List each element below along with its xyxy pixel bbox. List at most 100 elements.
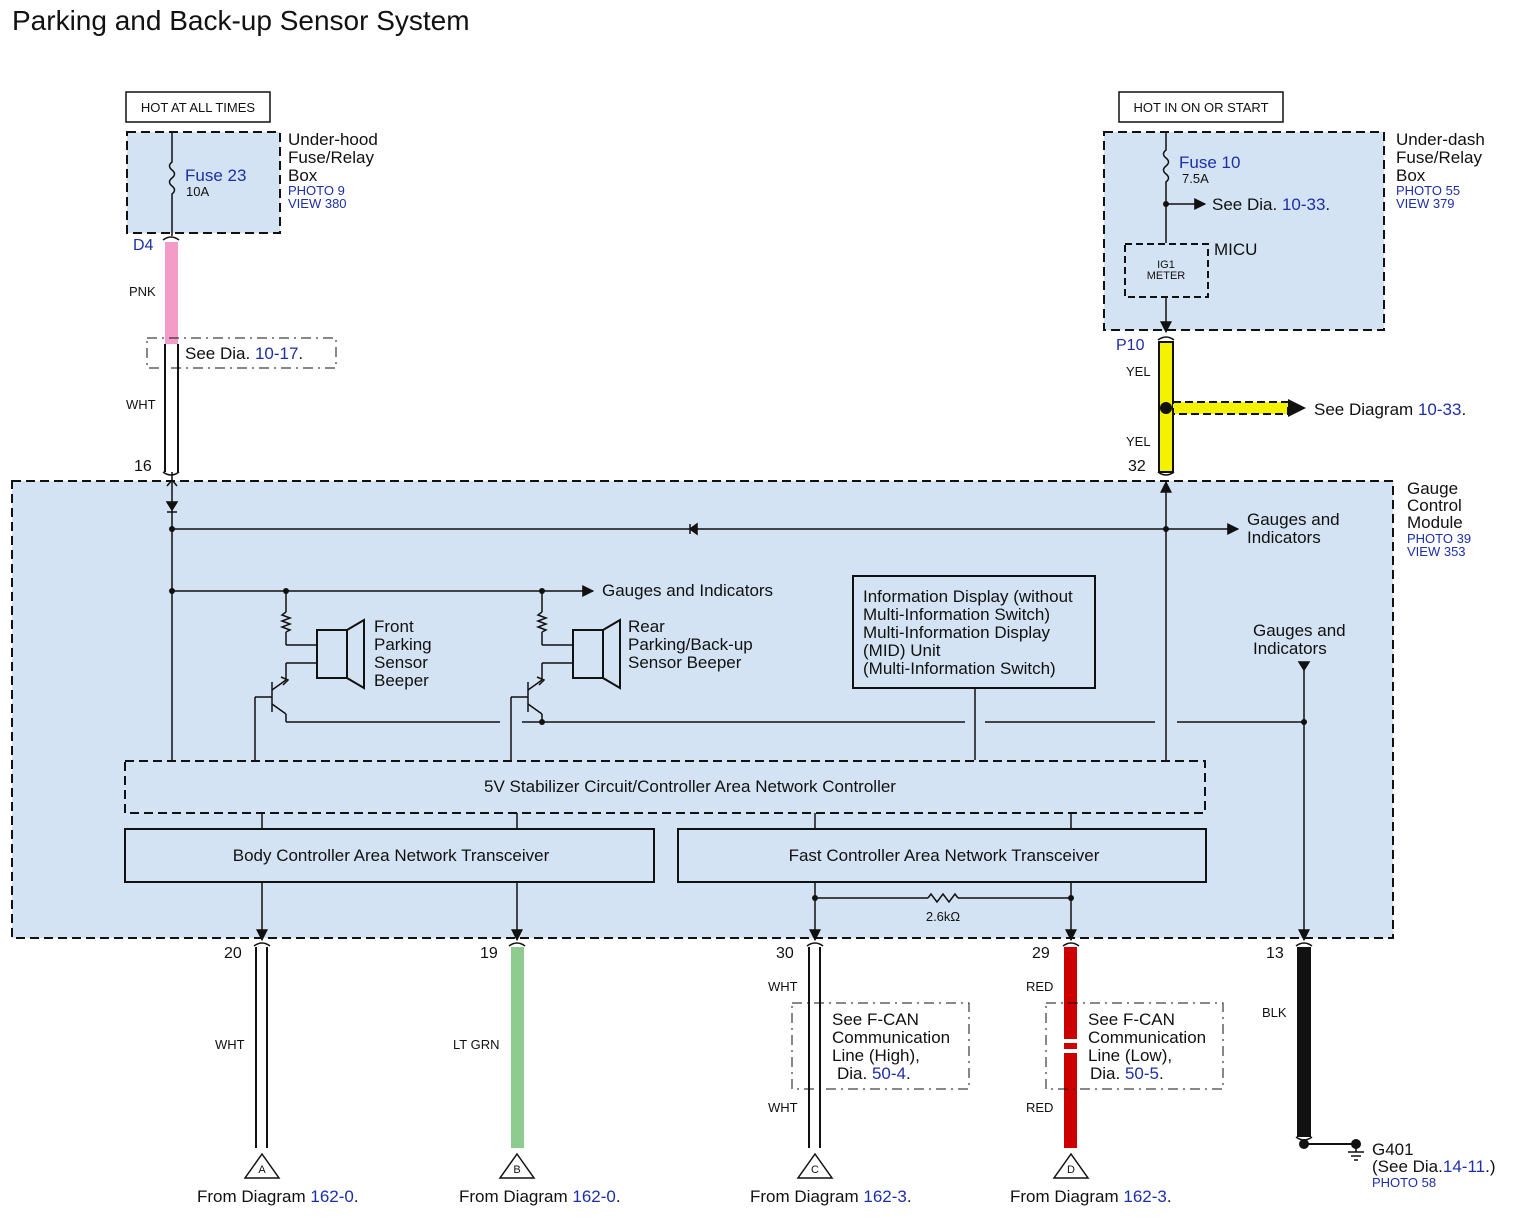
ground-name: G401 [1372, 1140, 1414, 1159]
hot-in-on-or-start-label: HOT IN ON OR START [1118, 91, 1284, 123]
wire-30-label-top: WHT [768, 979, 798, 994]
underdash-view: VIEW 379 [1396, 196, 1455, 211]
fast-can-transceiver-box: Fast Controller Area Network Transceiver [677, 828, 1207, 883]
see-diagram-10-33: See Diagram 10-33. [1314, 400, 1466, 419]
svg-text:See F-CAN: See F-CAN [832, 1010, 919, 1029]
underdash-fuse-box: Fuse 10 7.5A See Dia. 10-33. IG1 METER M… [1103, 130, 1485, 334]
wire-29-label-bottom: RED [1026, 1100, 1053, 1115]
fuse-23-label: Fuse 23 [185, 166, 246, 185]
micu-label: MICU [1214, 240, 1257, 259]
pnk-wire [165, 242, 178, 344]
stabilizer-can-controller-box: 5V Stabilizer Circuit/Controller Area Ne… [124, 760, 1206, 814]
svg-text:Dia. 50-4.: Dia. 50-4. [837, 1064, 911, 1083]
gauge-module-view: VIEW 353 [1407, 544, 1466, 559]
connector-c-marker: C [796, 1152, 834, 1179]
underdash-name-2: Fuse/Relay [1396, 148, 1482, 167]
wht-wire-label: WHT [126, 397, 156, 412]
gauges-indicators-mid: Gauges and Indicators [602, 581, 773, 600]
pin-32: 32 [1128, 458, 1146, 475]
connector-a-marker: A [243, 1152, 281, 1179]
yel-wire-label-bottom: YEL [1126, 434, 1151, 449]
see-dia-10-33-fuse: See Dia. 10-33. [1212, 195, 1330, 214]
pin-20: 20 [224, 945, 242, 962]
rear-beeper-label-1: Rear [628, 617, 665, 636]
page-title: Parking and Back-up Sensor System [12, 5, 470, 36]
underhood-view: VIEW 380 [288, 196, 347, 211]
underdash-photo: PHOTO 55 [1396, 183, 1460, 198]
see-fcan-high-note: See F-CAN Communication Line (High), Dia… [791, 1002, 970, 1090]
module-internal-wiring [165, 472, 1311, 942]
front-beeper-label-2: Parking [374, 635, 432, 654]
svg-text:D: D [1067, 1164, 1075, 1176]
hot-at-all-times-label: HOT AT ALL TIMES [125, 91, 271, 123]
underhood-photo: PHOTO 9 [288, 183, 345, 198]
from-diagram-b: From Diagram 162-0. [459, 1187, 621, 1206]
see-fcan-low-note: See F-CAN Communication Line (Low), Dia.… [1045, 1002, 1224, 1090]
from-diagram-c: From Diagram 162-3. [750, 1187, 912, 1206]
pin-16: 16 [134, 458, 152, 475]
svg-text:Multi-Information Display: Multi-Information Display [863, 623, 1051, 642]
gauge-module-name-1: Gauge [1407, 479, 1458, 498]
gauges-indicators-top-1: Gauges and [1247, 510, 1340, 529]
connector-d-marker: D [1052, 1152, 1090, 1179]
svg-text:Body Controller Area Network T: Body Controller Area Network Transceiver [233, 846, 550, 865]
underhood-name-2: Fuse/Relay [288, 148, 374, 167]
front-beeper-label-4: Beeper [374, 671, 429, 690]
front-beeper-label-1: Front [374, 617, 414, 636]
gauge-module-name-3: Module [1407, 513, 1463, 532]
gauge-module-name-2: Control [1407, 496, 1462, 515]
connector-p10: P10 [1116, 337, 1145, 354]
lt-grn-wire-19 [511, 947, 524, 1148]
svg-text:HOT AT ALL TIMES: HOT AT ALL TIMES [141, 100, 255, 115]
pin-29: 29 [1032, 945, 1050, 962]
svg-text:B: B [513, 1164, 520, 1176]
yel-wire [1158, 341, 1306, 473]
rear-beeper-label-3: Sensor Beeper [628, 653, 742, 672]
red-wire-29 [1064, 947, 1077, 1148]
micu-ig1: IG1 [1157, 259, 1175, 271]
underhood-name-3: Box [288, 166, 318, 185]
wire-30-label-bottom: WHT [768, 1100, 798, 1115]
see-dia-10-17-note: See Dia. 10-17. [146, 337, 337, 369]
gauges-indicators-right-2: Indicators [1253, 639, 1327, 658]
svg-text:See Dia. 10-17.: See Dia. 10-17. [185, 344, 303, 363]
svg-text:Information Display (without: Information Display (without [863, 587, 1073, 606]
underdash-name-1: Under-dash [1396, 130, 1485, 149]
svg-text:Communication: Communication [832, 1028, 950, 1047]
ground-see-dia: (See Dia.14-11.) [1372, 1157, 1495, 1176]
svg-text:Dia. 50-5.: Dia. 50-5. [1090, 1064, 1164, 1083]
pnk-wire-label: PNK [129, 284, 156, 299]
pin-13: 13 [1266, 945, 1284, 962]
svg-text:Line (High),: Line (High), [832, 1046, 920, 1065]
gauge-module-photo: PHOTO 39 [1407, 531, 1471, 546]
svg-text:5V Stabilizer Circuit/Controll: 5V Stabilizer Circuit/Controller Area Ne… [484, 777, 896, 796]
wire-19-label: LT GRN [453, 1037, 499, 1052]
svg-text:(MID) Unit: (MID) Unit [863, 641, 941, 660]
from-diagram-a: From Diagram 162-0. [197, 1187, 359, 1206]
svg-text:C: C [811, 1164, 819, 1176]
wire-20-label: WHT [215, 1037, 245, 1052]
fuse-10-symbol [1162, 132, 1170, 243]
yel-wire-label-top: YEL [1126, 364, 1151, 379]
svg-text:Fast Controller Area Network T: Fast Controller Area Network Transceiver [789, 846, 1100, 865]
svg-text:A: A [258, 1164, 266, 1176]
fuse-10-rating: 7.5A [1182, 171, 1209, 186]
connector-b-marker: B [498, 1152, 536, 1179]
wht-wire-16 [164, 344, 179, 472]
junction-dots [169, 526, 1307, 901]
rear-beeper-speaker-icon [572, 618, 621, 690]
svg-text:Multi-Information Switch): Multi-Information Switch) [863, 605, 1050, 624]
connector-d4: D4 [133, 237, 154, 254]
ground-g401-icon [1299, 1139, 1364, 1161]
wire-29-label-top: RED [1026, 979, 1053, 994]
resistor-label: 2.6kΩ [926, 909, 961, 924]
svg-text:Communication: Communication [1088, 1028, 1206, 1047]
svg-text:HOT IN ON OR START: HOT IN ON OR START [1133, 100, 1268, 115]
from-diagram-d: From Diagram 162-3. [1010, 1187, 1172, 1206]
front-beeper-speaker-icon [316, 618, 365, 690]
micu-meter: METER [1147, 270, 1186, 282]
body-can-transceiver-box: Body Controller Area Network Transceiver [124, 828, 655, 883]
information-display-box: Information Display (without Multi-Infor… [852, 575, 1096, 689]
fuse-10-label: Fuse 10 [1179, 153, 1240, 172]
